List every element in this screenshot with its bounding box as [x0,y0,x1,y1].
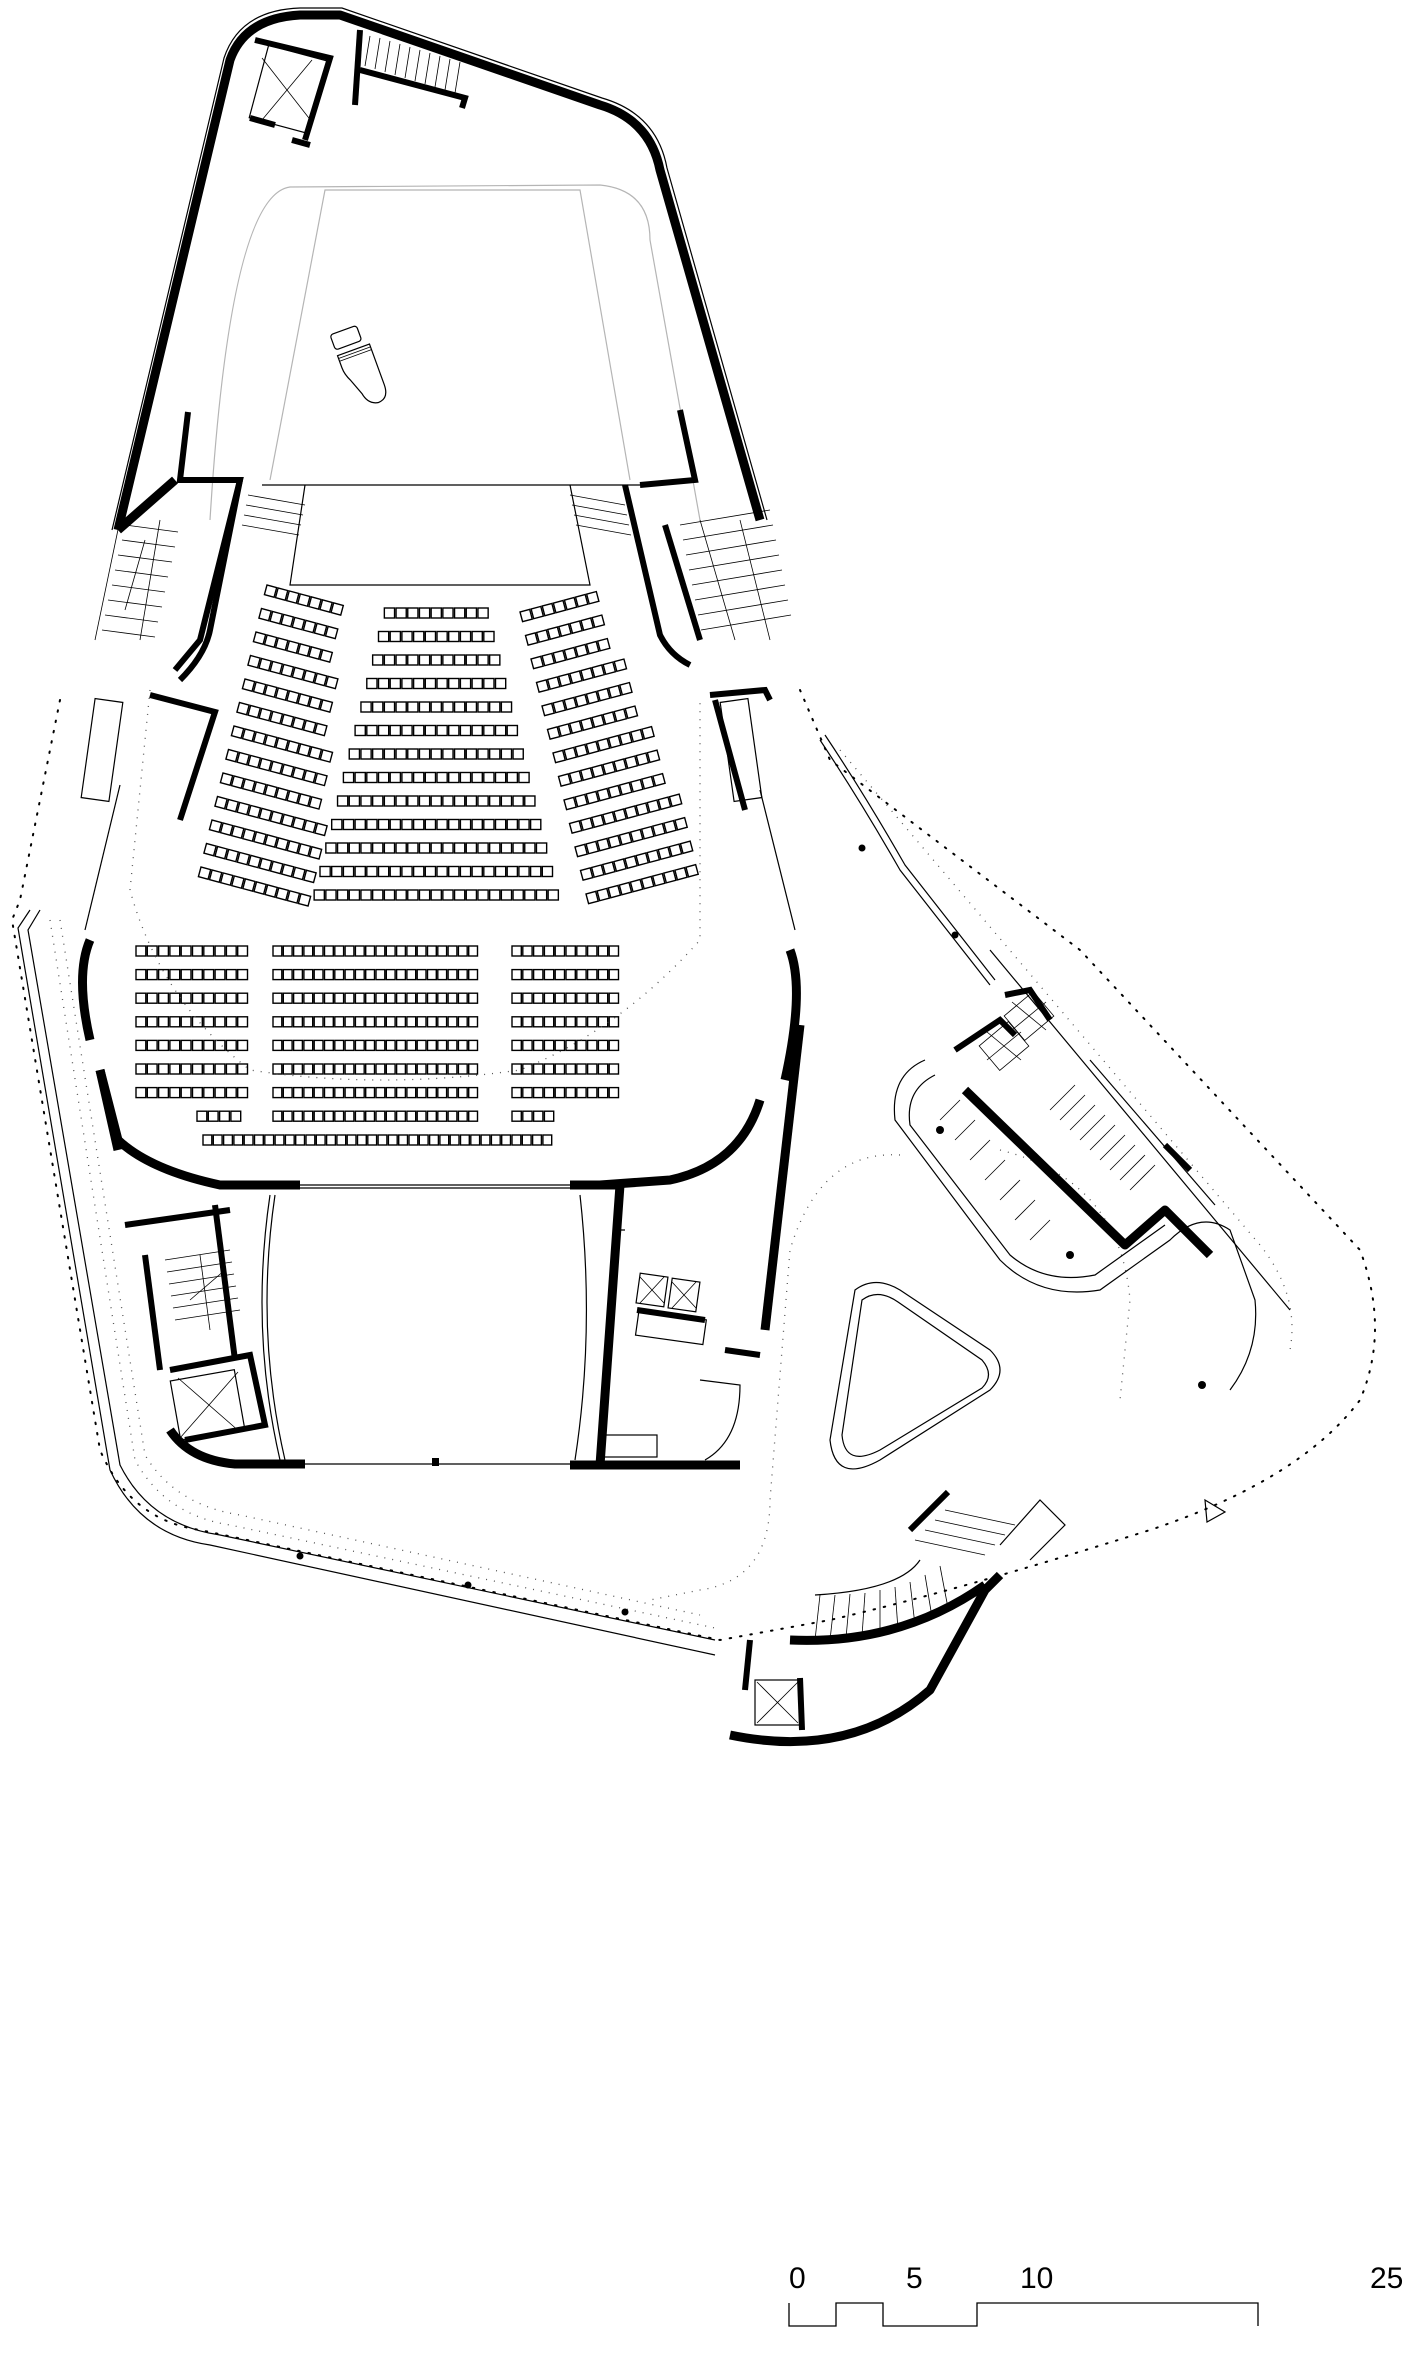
ramp-and-parking-annex [296,844,1291,1616]
curved-entrance-stair [729,1489,1066,1747]
north-stair [352,29,469,109]
scale-label-10: 10 [1020,2262,1054,2295]
stage-left-stair [241,494,306,536]
southwest-stair-and-elevator [124,1204,269,1443]
scale-label-5: 5 [906,2262,923,2295]
north-elevator-core [248,37,334,148]
east-elevator-lobby [601,1272,761,1461]
east-stair-core [622,409,792,811]
building-envelope [111,7,768,532]
auditorium-seats [135,584,700,1146]
scale-label-0: 0 [789,2262,806,2295]
stage-right-stair [569,494,632,536]
triangular-planter [829,1281,1001,1470]
triangle-marker-icon [1204,1498,1227,1523]
auditorium-walls [78,784,805,1331]
site-boundary [10,689,1376,1656]
west-stair-core [80,411,244,821]
stage-area [209,184,701,586]
lower-hall [166,1180,740,1470]
scale-label-25: 25 [1370,2262,1404,2295]
grand-piano-icon [330,325,387,404]
